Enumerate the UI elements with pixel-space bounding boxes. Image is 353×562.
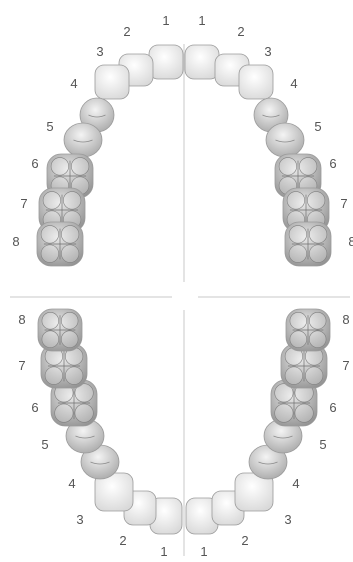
lower-left-label-2: 2 [241,533,248,548]
lower-left-label-6: 6 [329,400,336,415]
lower-left-label-7: 7 [342,358,349,373]
upper-right-label-8: 8 [12,234,19,249]
lower-right-label-5: 5 [41,437,48,452]
lower-left-label-4: 4 [292,476,299,491]
upper-right-tooth-3 [95,65,129,99]
upper-left-tooth-8 [285,222,331,266]
upper-right-label-5: 5 [46,119,53,134]
upper-left-tooth-1 [185,45,219,79]
lower-left-label-5: 5 [319,437,326,452]
upper-left-label-4: 4 [290,76,297,91]
lower-left-tooth-8 [286,309,330,351]
tooth-labels: 1 1 2 2 3 3 4 4 5 5 6 6 7 7 8 8 1 1 2 2 3 3 4 4 5 5 6 6 7 7 8 8 [12,13,353,559]
lower-right-label-1: 1 [160,544,167,559]
lower-left-label-8: 8 [342,312,349,327]
upper-right-label-4: 4 [70,76,77,91]
upper-right-label-1: 1 [162,13,169,28]
lower-right-label-8: 8 [18,312,25,327]
lower-right-label-2: 2 [119,533,126,548]
lower-right-tooth-8 [38,309,82,351]
upper-left-label-5: 5 [314,119,321,134]
upper-left-label-7: 7 [340,196,347,211]
upper-right-tooth-1 [149,45,183,79]
lower-right-label-3: 3 [76,512,83,527]
upper-right-tooth-8 [37,222,83,266]
upper-left-label-1: 1 [198,13,205,28]
upper-right-label-6: 6 [31,156,38,171]
upper-right-label-3: 3 [96,44,103,59]
upper-left-label-6: 6 [329,156,336,171]
upper-left-label-3: 3 [264,44,271,59]
upper-left-label-2: 2 [237,24,244,39]
upper-right-tooth-5 [64,123,102,157]
upper-left-tooth-5 [266,123,304,157]
lower-right-label-7: 7 [18,358,25,373]
upper-right-label-7: 7 [20,196,27,211]
upper-left-label-8: 8 [348,234,353,249]
upper-left-tooth-3 [239,65,273,99]
lower-left-label-1: 1 [200,544,207,559]
lower-right-label-6: 6 [31,400,38,415]
lower-left-label-3: 3 [284,512,291,527]
lower-right-label-4: 4 [68,476,75,491]
upper-right-label-2: 2 [123,24,130,39]
